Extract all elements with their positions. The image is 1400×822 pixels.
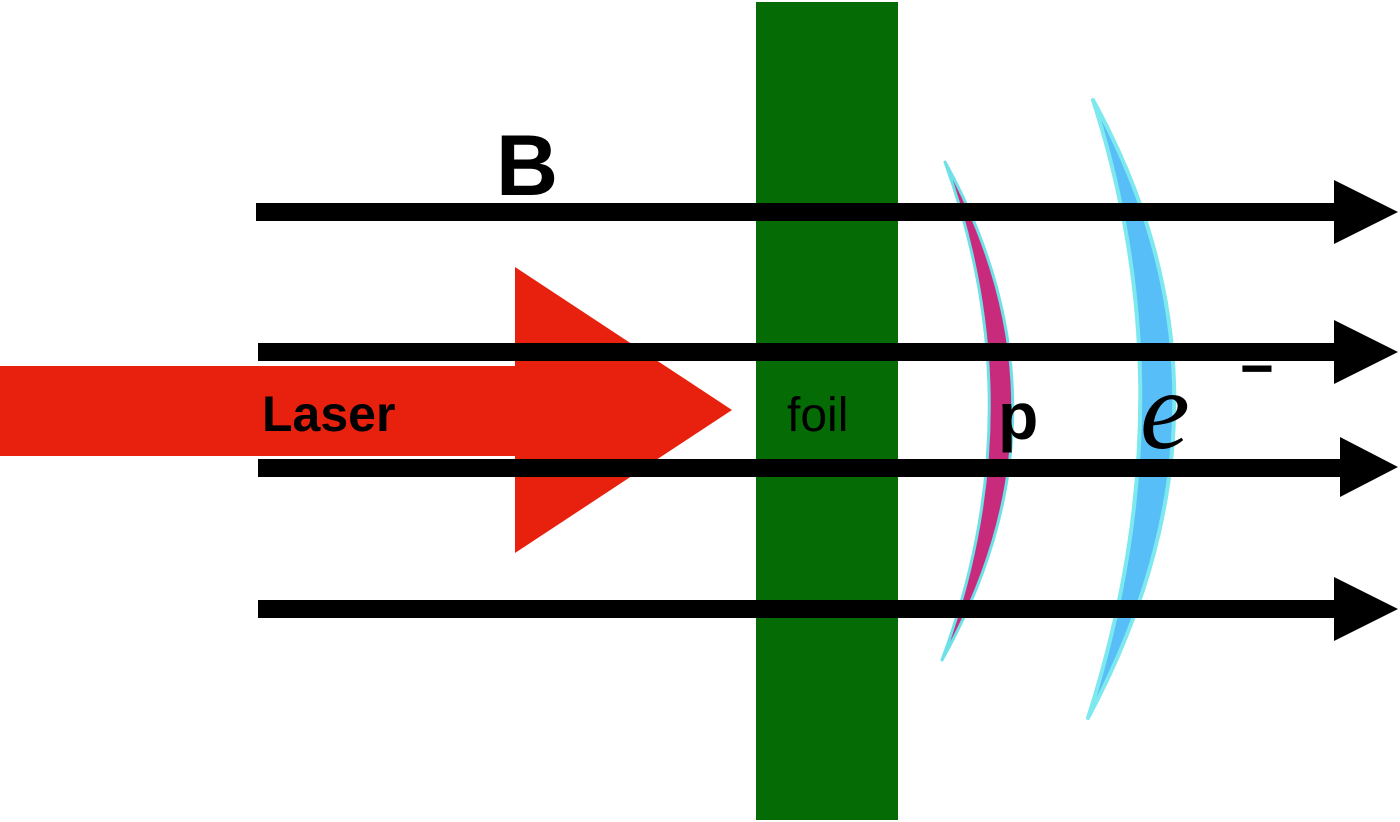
electron-label: e: [1140, 349, 1190, 473]
arrow-right-icon: [1334, 320, 1398, 384]
field-line: [256, 180, 1398, 244]
field-line-shaft: [258, 343, 1340, 361]
arrow-right-icon: [1340, 437, 1398, 497]
field-lines: [256, 180, 1398, 641]
electron-layer: [1086, 98, 1177, 720]
field-line: [258, 320, 1398, 384]
electron-charge-label: −: [1240, 336, 1274, 401]
foil-label: foil: [787, 389, 848, 442]
field-line: [258, 437, 1398, 497]
laser-head: [515, 267, 732, 553]
laser-beam: [0, 267, 732, 553]
field-line-shaft: [258, 459, 1340, 477]
arrow-right-icon: [1334, 180, 1398, 244]
field-label: B: [496, 118, 558, 214]
proton-label: p: [998, 379, 1038, 453]
field-line-shaft: [258, 600, 1340, 618]
field-line-shaft: [256, 203, 1340, 221]
proton-layer: [940, 160, 1015, 662]
field-line: [258, 577, 1398, 641]
laser-label: Laser: [262, 386, 395, 442]
arrow-right-icon: [1334, 577, 1398, 641]
foil: [756, 2, 898, 820]
laser-shaft: [0, 366, 520, 456]
